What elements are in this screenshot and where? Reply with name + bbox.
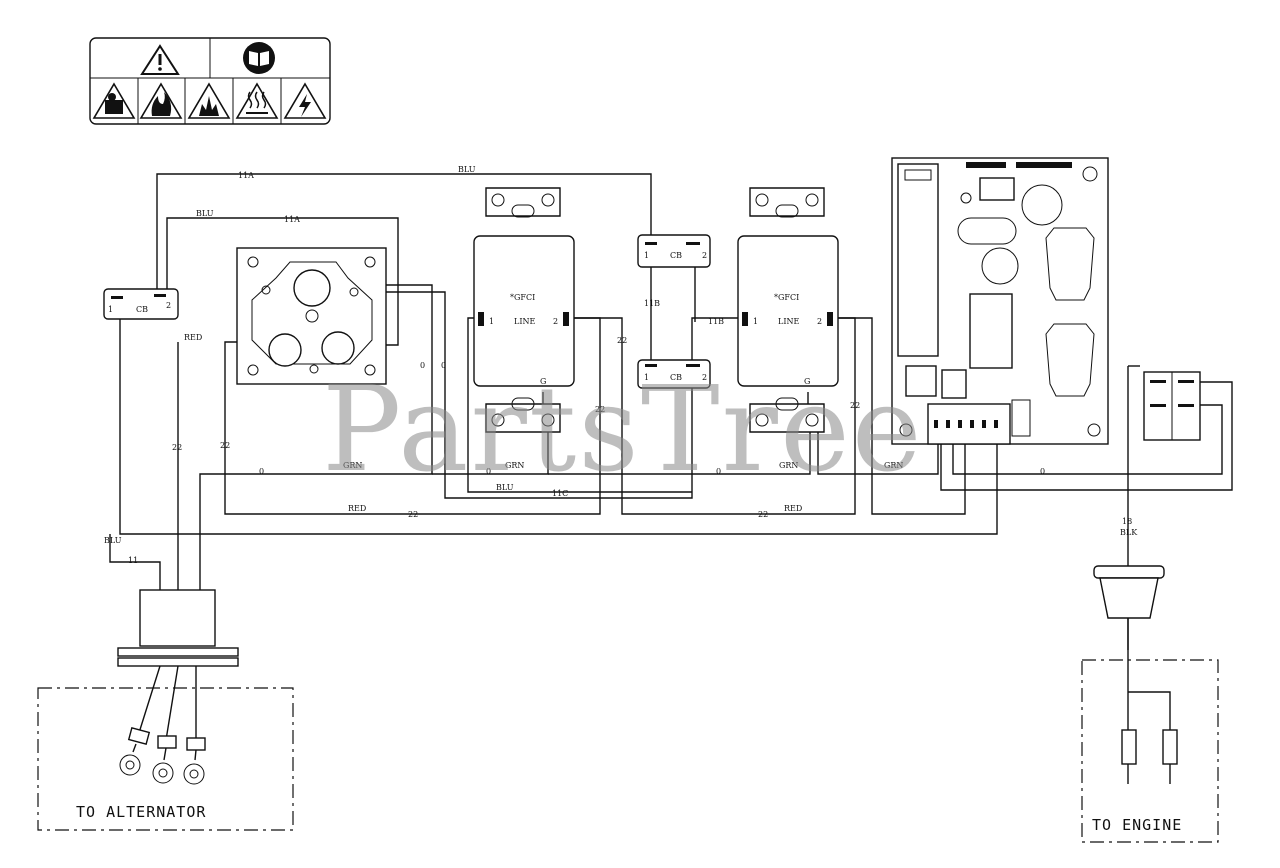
wire-label-11-left: 11 [128, 556, 138, 565]
control-board [891, 157, 1109, 445]
gfci2-line: LINE [778, 317, 799, 326]
cb-top-pin2: 2 [702, 251, 707, 260]
wire-label-blk: BLK [1120, 528, 1138, 537]
cb-left-label: CB [136, 305, 148, 314]
wire-label-22-bottom2: 22 [758, 510, 768, 519]
explosion-icon [187, 82, 231, 119]
engine-connector [1093, 565, 1178, 784]
wire-labels: 11A BLU BLU 11A RED 0 0 11B 11B 22 22 22… [104, 165, 1138, 565]
cb-bottom-label: CB [670, 373, 682, 382]
engine-boundary [1081, 659, 1219, 843]
wire-label-blu-bottom: BLU [496, 483, 514, 492]
twist-lock-receptacle [236, 247, 387, 385]
hot-surface-icon [235, 82, 279, 119]
watermark: PartsTree [322, 360, 924, 498]
gfci1-line: LINE [514, 317, 535, 326]
wire-label-grn-mid: GRN [343, 461, 362, 470]
cb-left-pin2: 2 [166, 301, 171, 310]
cb-top-label: CB [670, 251, 682, 260]
alternator-plug [117, 589, 239, 785]
wire-label-0-b: 0 [441, 361, 446, 370]
wire-label-11b-h: 11B [708, 317, 724, 326]
wire-label-0-e: 0 [716, 467, 721, 476]
to-alternator-label: TO ALTERNATOR [76, 803, 206, 821]
wire-label-grn-gfci: GRN [505, 461, 524, 470]
wire-label-22-gfci1: 22 [617, 336, 627, 345]
cb-top-pin1: 1 [644, 251, 649, 260]
gfci2-ground: G [804, 377, 810, 386]
gfci-outlet-1: *GFCI LINE 1 2 G [473, 187, 575, 433]
gfci1-label: *GFCI [510, 293, 535, 302]
warning-triangle-icon [140, 44, 180, 75]
wire-label-11a-inner: 11A [284, 215, 300, 224]
wire-label-22-bottom: 22 [408, 510, 418, 519]
wire-label-red-bottom: RED [348, 504, 366, 513]
wire-label-grn-board: GRN [884, 461, 903, 470]
circuit-breaker-top: 1 CB 2 [637, 234, 711, 268]
wire-label-11c: 11C [552, 489, 568, 498]
gfci1-pin1: 1 [489, 317, 494, 326]
cb-bottom-pin1: 1 [644, 373, 649, 382]
gfci1-pin2: 2 [553, 317, 558, 326]
circuit-breaker-bottom: 1 CB 2 [637, 359, 711, 389]
wire-label-0-f: 0 [1040, 467, 1045, 476]
circuit-breaker-left: 1 CB 2 [103, 288, 179, 320]
gfci2-pin2: 2 [817, 317, 822, 326]
wire-label-red-recept: RED [184, 333, 202, 342]
gfci2-label: *GFCI [774, 293, 799, 302]
manual-book-icon [243, 42, 275, 74]
wire-label-blu-left: BLU [104, 536, 122, 545]
wire-label-22-gfci1b: 22 [595, 405, 605, 414]
wire-label-22-outer: 22 [172, 443, 182, 452]
wire-label-0-d: 0 [486, 467, 491, 476]
to-engine-label: TO ENGINE [1092, 816, 1182, 834]
wire-label-red-bottom2: RED [784, 504, 802, 513]
wire-label-grn-gfci2: GRN [779, 461, 798, 470]
wire-label-22-left: 22 [220, 441, 230, 450]
wire-label-0-c: 0 [259, 467, 264, 476]
wire-label-18: 18 [1122, 517, 1132, 526]
wire-label-blu-top: BLU [458, 165, 476, 174]
wires [109, 173, 1233, 650]
fire-icon [139, 82, 183, 119]
wire-label-11b-v: 11B [644, 299, 660, 308]
wire-label-22-gfci2: 22 [850, 401, 860, 410]
wire-label-blu-inner: BLU [196, 209, 214, 218]
gfci2-pin1: 1 [753, 317, 758, 326]
alternator-boundary [37, 687, 294, 831]
wire-label-11a-top: 11A [238, 171, 254, 180]
wire-label-0-a: 0 [420, 361, 425, 370]
electric-shock-icon [283, 82, 327, 119]
warning-label-panel [89, 37, 331, 125]
cb-bottom-pin2: 2 [702, 373, 707, 382]
toxic-fumes-icon [92, 82, 136, 119]
gfci-outlet-2: *GFCI LINE 1 2 G [737, 187, 839, 433]
gfci1-ground: G [540, 377, 546, 386]
switch-right [1143, 371, 1201, 441]
cb-left-pin1: 1 [108, 305, 113, 314]
